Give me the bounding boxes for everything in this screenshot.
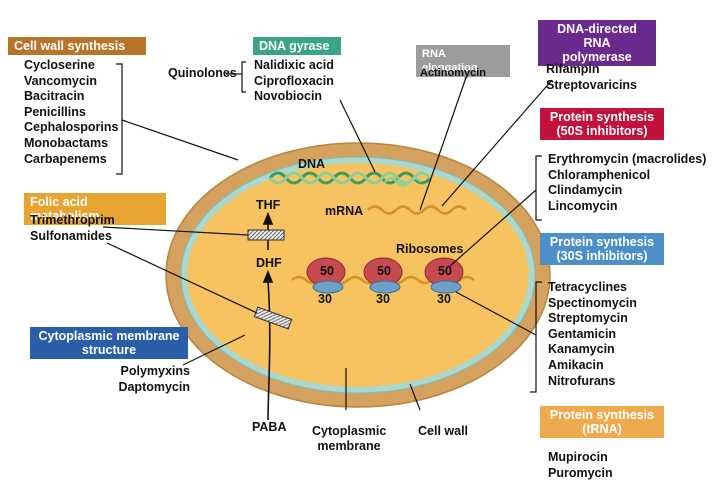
drug-ciprofloxacin: Ciprofloxacin — [254, 73, 334, 88]
protein-50s-header: Protein synthesis (50S inhibitors) — [540, 108, 664, 140]
ribosome-2 — [363, 257, 403, 294]
dna-gyrase-drug-list: Nalidixic acid Ciprofloxacin Novobiocin — [254, 58, 334, 105]
drug-streptomycin: Streptomycin — [548, 311, 628, 326]
drug-cycloserine: Cycloserine — [24, 58, 95, 72]
dna-label: DNA — [298, 157, 326, 171]
protein-50s-drug-list: Erythromycin (macrolides) Chloramphenico… — [548, 152, 706, 214]
protein-30s-drug-list: Tetracyclines Spectinomycin Streptomycin… — [548, 280, 637, 389]
ribosome-3-small-label: 30 — [437, 292, 451, 306]
dna-gyrase-header: DNA gyrase — [253, 37, 341, 55]
membrane-structure-header: Cytoplasmic membrane structure — [30, 327, 188, 359]
drug-cephalosporins: Cephalosporins — [24, 120, 119, 135]
protein-30s-header: Protein synthesis (30S inhibitors) — [540, 233, 664, 265]
drug-tetracyclines: Tetracyclines — [548, 280, 627, 294]
protein-trna-header: Protein synthesis (tRNA) — [540, 406, 664, 438]
ribosomes-label: Ribosomes — [396, 242, 464, 256]
drug-polymyxins: Polymyxins — [120, 364, 190, 378]
ribosome-3 — [424, 257, 464, 294]
thf-label: THF — [256, 198, 281, 212]
ribosome-2-small-label: 30 — [376, 292, 390, 306]
drug-carbapenems: Carbapenems — [24, 151, 107, 166]
drug-actinomycin: Actinomycin — [420, 67, 487, 79]
drug-penicillins: Penicillins — [24, 104, 86, 119]
ribosome-3-large-label: 50 — [438, 264, 452, 278]
drug-streptovaricins: Streptovaricins — [546, 77, 638, 92]
drug-sulfonamides: Sulfonamides — [30, 228, 112, 243]
paba-label: PABA — [252, 420, 287, 434]
cell-wall-drug-list: Cycloserine Vancomycin Bacitracin Penici… — [24, 58, 118, 167]
drug-puromycin: Puromycin — [548, 465, 613, 480]
ribosome-2-large-label: 50 — [377, 264, 391, 278]
dna-helix — [268, 171, 432, 187]
cytoplasm — [187, 163, 529, 387]
ribosome-1-small-label: 30 — [318, 292, 332, 306]
drug-amikacin: Amikacin — [548, 357, 604, 372]
drug-novobiocin: Novobiocin — [254, 89, 323, 104]
drug-vancomycin: Vancomycin — [24, 73, 97, 88]
cell-wall-label: Cell wall — [418, 424, 469, 438]
drug-mupirocin: Mupirocin — [548, 450, 608, 464]
drug-monobactams: Monobactams — [24, 135, 109, 150]
drug-bacitracin: Bacitracin — [24, 89, 85, 104]
tmp-block — [247, 229, 285, 241]
drug-erythromycin: Erythromycin (macrolides) — [548, 152, 707, 166]
drug-chloramphenicol: Chloramphenicol — [548, 167, 651, 182]
drug-nalidixic-acid: Nalidixic acid — [254, 58, 334, 72]
leader-lines — [102, 61, 553, 411]
drug-trimethoprim: Trimethroprim — [30, 213, 115, 227]
drug-daptomycin: Daptomycin — [118, 379, 190, 394]
rna-polymerase-drug-list: Rifampin Streptovaricins — [546, 62, 637, 93]
ribosome-1 — [306, 257, 346, 294]
drug-lincomycin: Lincomycin — [548, 198, 618, 213]
sulfa-block — [253, 306, 293, 330]
drug-spectinomycin: Spectinomycin — [548, 295, 637, 310]
mrna-strand — [367, 205, 467, 215]
drug-gentamicin: Gentamicin — [548, 326, 617, 341]
drug-kanamycin: Kanamycin — [548, 342, 615, 357]
dhf-label: DHF — [256, 256, 282, 270]
quinolones-label: Quinolones — [168, 66, 237, 80]
folic-acid-drug-list: Trimethroprim Sulfonamides — [30, 213, 115, 244]
protein-trna-drug-list: Mupirocin Puromycin — [548, 450, 613, 481]
mrna-label: mRNA — [325, 204, 364, 218]
cytoplasmic-membrane-label: Cytoplasmic membrane — [312, 424, 387, 453]
folate-pathway — [262, 211, 274, 421]
drug-rifampin: Rifampin — [546, 62, 600, 76]
folic-acid-header: Folic acid metabolism — [24, 193, 166, 225]
ribosome-1-large-label: 50 — [320, 264, 334, 278]
rna-elongation-header: RNA elongation — [416, 45, 510, 77]
rna-polymerase-header: DNA-directed RNA polymerase — [538, 20, 656, 66]
drug-nitrofurans: Nitrofurans — [548, 373, 616, 388]
cell-wall-synthesis-header: Cell wall synthesis — [8, 37, 146, 55]
drug-clindamycin: Clindamycin — [548, 183, 623, 198]
membrane-drug-list: Polymyxins Daptomycin — [110, 364, 190, 395]
